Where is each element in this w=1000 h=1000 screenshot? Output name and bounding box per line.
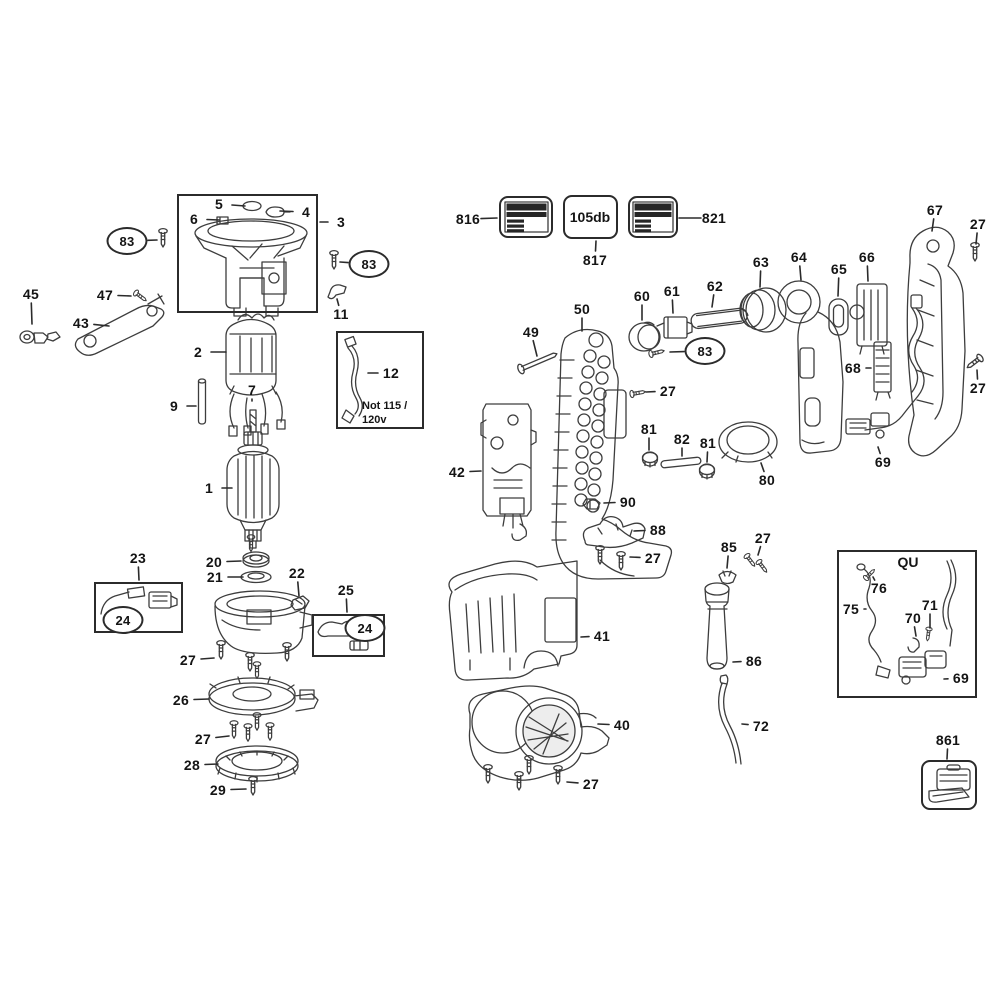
sticker-821-icon xyxy=(632,201,674,233)
inset-25-switch-drawing xyxy=(317,620,369,651)
part-67-cover-drawing xyxy=(906,226,966,457)
part-40-cover-drawing xyxy=(468,685,610,781)
part-50-housing-drawing xyxy=(551,328,673,580)
inset-23-wire-and-switch-drawing xyxy=(100,586,178,615)
part-1-armature-drawing xyxy=(226,409,280,549)
part-11-hook-drawing xyxy=(327,284,347,300)
part-64-handle-drawing xyxy=(777,280,844,454)
part-69-inset-harness-drawing xyxy=(898,559,957,685)
part-21-washer-drawing xyxy=(240,570,272,584)
part-68-board-drawing xyxy=(873,341,892,401)
part-86-protector-drawing xyxy=(704,582,730,670)
part-20-bearing-drawing xyxy=(242,551,270,568)
part-12-wire-drawing xyxy=(341,335,363,424)
part-41-shroud-drawing xyxy=(448,560,578,681)
part-82-pin-drawing xyxy=(660,456,702,469)
part-6-drawing xyxy=(216,216,229,225)
part-75-wire-drawing xyxy=(856,563,891,679)
gearbox-housing-drawing xyxy=(194,218,308,317)
part-49-bolt-drawing xyxy=(517,352,558,375)
part-9-pin-drawing xyxy=(197,378,207,425)
motor-housing-bowl-drawing xyxy=(214,590,313,654)
part-81-nut-right xyxy=(698,463,716,480)
part-42-module-drawing xyxy=(480,403,537,542)
part-7-brush-leads-drawing xyxy=(228,391,286,437)
part-26-brush-ring-drawing xyxy=(208,676,319,716)
part-60-ring-drawing xyxy=(628,321,661,352)
part-81-nut-left xyxy=(641,451,659,468)
part-80-ring-drawing xyxy=(718,421,778,463)
callout-leader-lines xyxy=(30,204,979,791)
part-61-block-drawing xyxy=(656,316,693,339)
part-69-harness-drawing xyxy=(845,294,925,439)
part-28-baffle-drawing xyxy=(215,745,299,783)
part-90-clip-drawing xyxy=(582,498,601,510)
part-72-cord-drawing xyxy=(718,674,742,765)
part-70-drawing xyxy=(907,637,920,653)
part-88-bracket-drawing xyxy=(582,516,646,549)
part-65-button-drawing xyxy=(828,298,849,336)
kit-861-icon xyxy=(928,764,971,803)
part-43-lever-drawing xyxy=(74,293,165,356)
fasteners-group xyxy=(131,227,986,796)
part-85-clamp-drawing xyxy=(718,570,737,585)
part-2-field-drawing xyxy=(225,313,277,396)
sticker-816-icon xyxy=(504,201,549,233)
part-45-hardware-drawing xyxy=(19,330,61,344)
part-63-boot-drawing xyxy=(739,287,787,333)
part-66-switch-drawing xyxy=(849,283,888,355)
